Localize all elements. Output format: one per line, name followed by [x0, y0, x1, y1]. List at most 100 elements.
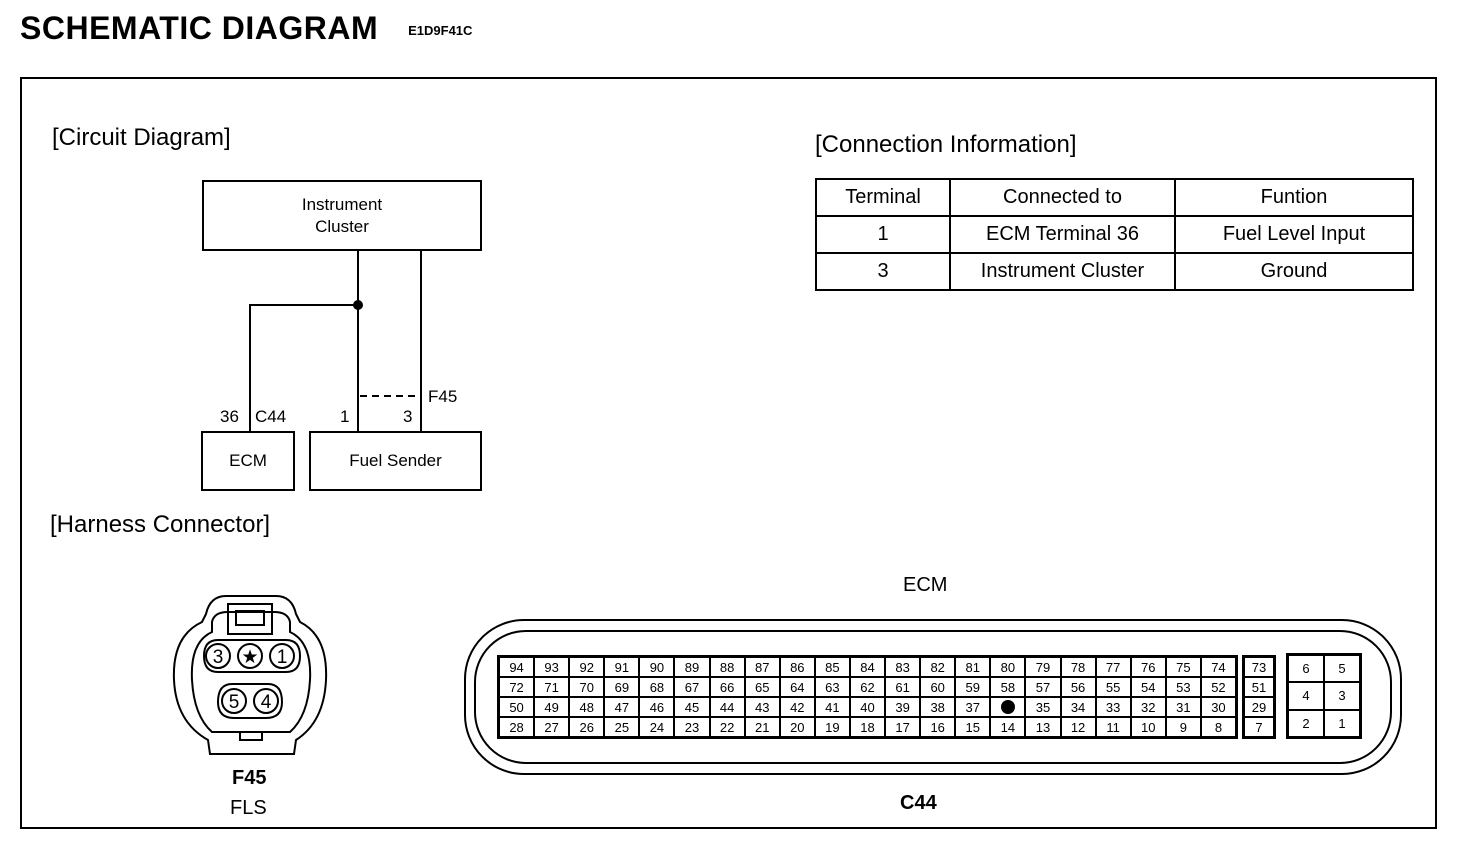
ecm-pin: 35	[1025, 697, 1061, 717]
ecm-pin: 83	[885, 657, 921, 677]
f45-latch	[227, 603, 273, 635]
ecm-pin: 43	[744, 697, 780, 717]
ecm-pin: 75	[1165, 657, 1201, 677]
ecm-pin: 41	[814, 697, 850, 717]
circuit-diagram-title: [Circuit Diagram]	[52, 124, 231, 151]
ecm-pin: 26	[569, 717, 605, 737]
ecm-pin: 80	[990, 657, 1026, 677]
ecm-pin: 84	[849, 657, 886, 677]
table-row: 3 Instrument Cluster Ground	[815, 252, 1414, 291]
ecm-pin: 69	[604, 677, 640, 697]
ecm-pin: 88	[709, 657, 745, 677]
header-connected-to: Connected to	[949, 178, 1176, 217]
ecm-pin: 82	[920, 657, 956, 677]
pin-1-label: 1	[340, 407, 350, 426]
ecm-pin: 68	[639, 677, 675, 697]
connector-c44-label: C44	[255, 407, 287, 426]
ecm-pin: 39	[885, 697, 921, 717]
document-code: E1D9F41C	[408, 23, 473, 39]
ecm-pin: 79	[1025, 657, 1061, 677]
ecm-pin: 3	[1324, 682, 1360, 710]
ecm-connector-outer-shell	[464, 619, 1402, 775]
diagram-frame	[20, 77, 1437, 829]
ecm-pin: 73	[1244, 657, 1274, 677]
ecm-pin: 13	[1025, 717, 1061, 737]
ecm-pin: 42	[779, 697, 815, 717]
ecm-pin: 60	[920, 677, 956, 697]
ecm-connector-code: C44	[900, 792, 937, 814]
f45-latch-inner	[235, 610, 265, 626]
ecm-pin: 7	[1244, 717, 1274, 737]
ecm-pin: 66	[709, 677, 745, 697]
cell-function: Ground	[1174, 252, 1414, 291]
ecm-pin: 67	[674, 677, 710, 697]
title-text: SCHEMATIC DIAGRAM	[20, 10, 379, 46]
f45-connector-name: FLS	[230, 797, 267, 819]
ecm-pin: 81	[955, 657, 991, 677]
instrument-cluster-box: Instrument Cluster	[202, 180, 482, 251]
ecm-connector-title: ECM	[903, 574, 948, 596]
ecm-pin: 33	[1095, 697, 1131, 717]
fuel-sender-box: Fuel Sender	[309, 431, 482, 491]
ecm-pin: 31	[1165, 697, 1201, 717]
ecm-pin: 51	[1244, 677, 1274, 697]
f45-pin-1: 1	[277, 647, 288, 668]
ecm-pin: 16	[920, 717, 956, 737]
ecm-pin: 85	[814, 657, 850, 677]
ecm-pin: 52	[1200, 677, 1236, 697]
ecm-pin: 49	[534, 697, 570, 717]
ecm-pin: 90	[639, 657, 675, 677]
ecm-pin: 4	[1288, 682, 1324, 710]
ecm-box: ECM	[201, 431, 295, 491]
ecm-pin: 55	[1095, 677, 1131, 697]
ecm-pin: 29	[1244, 697, 1274, 717]
cell-connected-to: Instrument Cluster	[949, 252, 1176, 291]
ecm-pin: 20	[779, 717, 815, 737]
harness-connector-title: [Harness Connector]	[50, 511, 271, 538]
ecm-pin	[990, 697, 1026, 717]
f45-pin-3: 3	[213, 647, 224, 668]
ecm-pin: 10	[1130, 717, 1166, 737]
ecm-pin: 64	[779, 677, 815, 697]
ecm-pin: 8	[1200, 717, 1236, 737]
ecm-pin: 38	[920, 697, 956, 717]
splice-point	[353, 300, 363, 310]
ecm-pin: 18	[849, 717, 886, 737]
ecm-pin: 70	[569, 677, 605, 697]
ecm-pin: 59	[955, 677, 991, 697]
pin-36-label: 36	[220, 407, 239, 426]
ecm-pin: 27	[534, 717, 570, 737]
ecm-pin: 91	[604, 657, 640, 677]
ecm-pin: 62	[849, 677, 886, 697]
cell-connected-to: ECM Terminal 36	[949, 215, 1176, 254]
ecm-pin: 17	[885, 717, 921, 737]
f45-connector-code: F45	[232, 767, 267, 789]
f45-outer-shell	[172, 595, 328, 755]
wire-ecm-36	[249, 250, 359, 432]
ecm-pin: 48	[569, 697, 605, 717]
header-terminal: Terminal	[815, 178, 951, 217]
cluster-label-line1: Instrument	[301, 194, 383, 214]
ecm-pin: 12	[1060, 717, 1096, 737]
ecm-pin: 2	[1288, 709, 1324, 737]
f45-bottom-key	[239, 731, 263, 741]
f45-pin-cavity-top	[202, 639, 302, 673]
ecm-pin: 89	[674, 657, 710, 677]
ecm-connector-inner-shell	[474, 630, 1392, 764]
ecm-pin: 5	[1324, 655, 1360, 683]
ecm-pin: 14	[990, 717, 1026, 737]
cell-terminal: 3	[815, 252, 951, 291]
ecm-pin: 63	[814, 677, 850, 697]
ecm-pin: 71	[534, 677, 570, 697]
f45-pin-star: ★	[241, 647, 258, 668]
ecm-pin: 94	[499, 657, 535, 677]
ecm-pin: 6	[1288, 655, 1324, 683]
ecm-pin: 46	[639, 697, 675, 717]
ecm-pin: 30	[1200, 697, 1236, 717]
ecm-pin: 58	[990, 677, 1026, 697]
f45-pin-4: 4	[261, 692, 272, 713]
ecm-pin: 22	[709, 717, 745, 737]
